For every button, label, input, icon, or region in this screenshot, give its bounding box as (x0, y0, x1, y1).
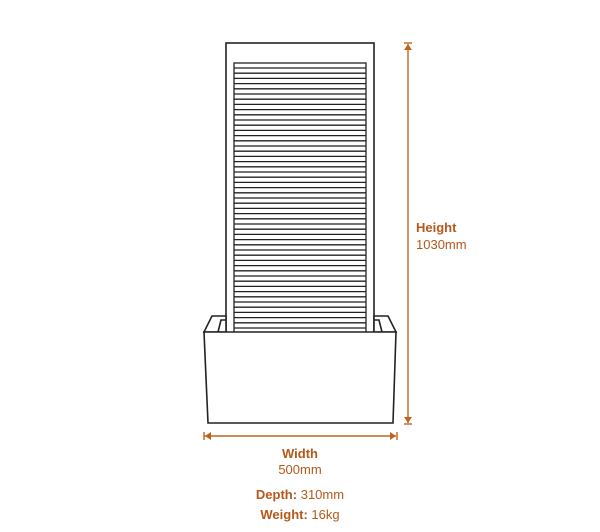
depth-spec: Depth: 310mm (200, 487, 400, 503)
height-value: 1030mm (416, 237, 467, 252)
width-dimension-line (203, 432, 398, 440)
panel-slats (233, 62, 367, 334)
height-label: Height (416, 220, 457, 235)
basin (202, 315, 398, 424)
weight-value: 16kg (311, 507, 340, 522)
depth-value: 310mm (300, 487, 345, 502)
weight-spec: Weight: 16kg (200, 507, 400, 523)
height-dimension-line (404, 42, 412, 425)
width-value: 500mm (278, 462, 322, 477)
width-label: Width (282, 446, 318, 461)
depth-label: Depth: (255, 487, 298, 502)
weight-label: Weight: (260, 507, 308, 522)
